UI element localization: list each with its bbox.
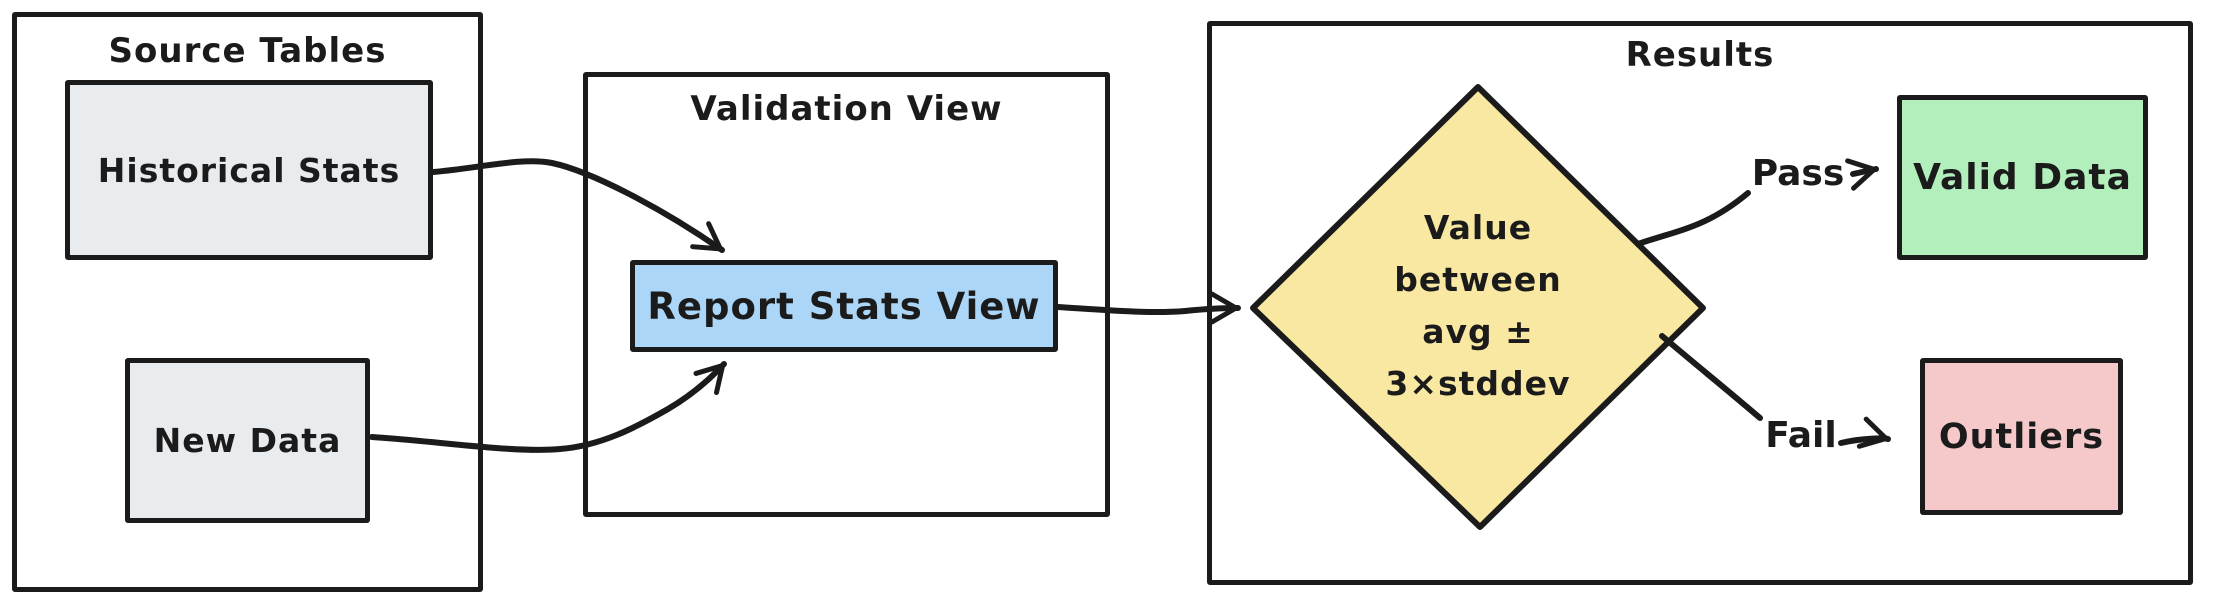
container-validation-view: Validation View [583, 72, 1110, 517]
decision-line-1: Value [1423, 208, 1533, 247]
node-historical-stats: Historical Stats [65, 80, 433, 260]
node-historical-stats-label: Historical Stats [97, 150, 401, 190]
container-source-tables: Source Tables [12, 12, 483, 592]
node-valid-data-label: Valid Data [1913, 157, 2132, 198]
decision-diamond-label: Value between avg ± 3×stddev [1348, 196, 1608, 416]
container-title-validation-view: Validation View [690, 89, 1003, 129]
node-report-stats-view-label: Report Stats View [647, 284, 1041, 328]
decision-line-2: between [1394, 260, 1562, 299]
node-report-stats-view: Report Stats View [630, 260, 1058, 352]
node-outliers-label: Outliers [1938, 416, 2105, 457]
pass-edge-label: Pass [1751, 152, 1845, 194]
node-new-data-label: New Data [153, 421, 342, 460]
node-new-data: New Data [125, 358, 370, 523]
fail-edge-label: Fail [1765, 414, 1837, 456]
node-outliers: Outliers [1920, 358, 2123, 515]
container-title-source-tables: Source Tables [108, 31, 387, 71]
decision-line-3: avg ± [1422, 312, 1534, 351]
container-title-results: Results [1625, 35, 1775, 75]
node-valid-data: Valid Data [1897, 95, 2148, 260]
decision-line-4: 3×stddev [1385, 364, 1571, 403]
